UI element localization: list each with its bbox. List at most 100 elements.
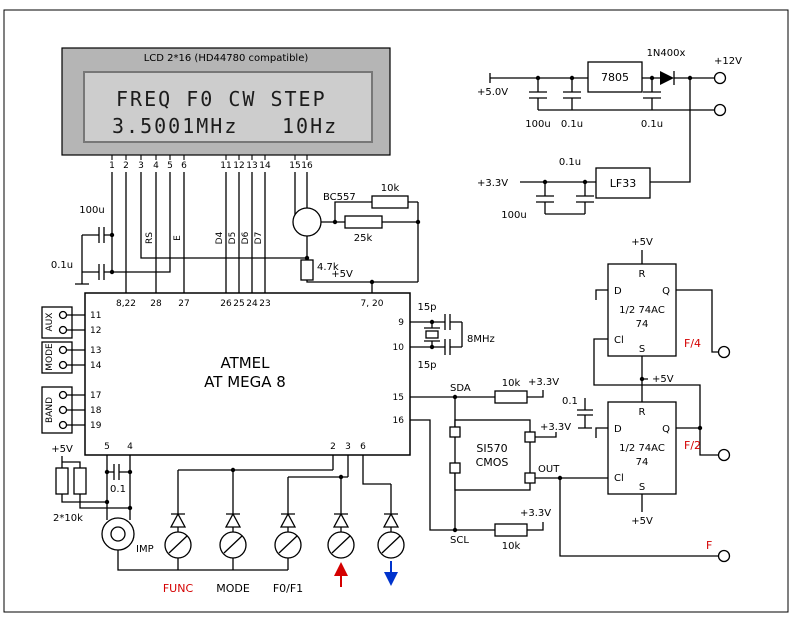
lcd-cap1-label: 100u — [79, 205, 104, 216]
scl-3v3-label: +3.3V — [520, 508, 551, 519]
mode-button-label: MODE — [216, 582, 250, 595]
si570-out-label: OUT — [538, 464, 560, 475]
encoder-5v-label: +5V — [51, 444, 73, 455]
pin-3: 3 — [345, 442, 351, 452]
button-row: FUNC MODE F0/F1 — [163, 455, 405, 595]
cap-15p-bottom-label: 15p — [417, 360, 436, 371]
regulator-7805-label: 7805 — [601, 71, 629, 84]
sda-pullup-label: 10k — [502, 378, 521, 389]
ff2-r: R — [639, 407, 646, 418]
resistor-10k — [371, 195, 409, 209]
regulator-7805 — [587, 61, 643, 93]
up-arrow-icon — [334, 562, 348, 587]
ff2-5v-label: +5V — [631, 516, 653, 527]
f4-label: F/4 — [684, 337, 701, 350]
si570-vdd-cap-label: 0.1 — [562, 396, 578, 407]
pin-10: 10 — [393, 343, 405, 353]
pin-28: 28 — [150, 299, 162, 309]
si570-vdd-label: +3.3V — [540, 422, 571, 433]
lcd-pin-numbers: 1 2 3 4 5 6 11 12 13 14 15 16 — [109, 161, 313, 171]
si570-name: SI570 — [476, 442, 507, 455]
pin-4: 4 — [127, 442, 133, 452]
ff1-d: D — [614, 286, 622, 297]
si570-pad-vdd — [524, 431, 536, 443]
pin-14: 14 — [90, 361, 102, 371]
resistor-4.7k-label: 4.7k — [317, 262, 339, 273]
resistor-sda-pullup — [494, 390, 528, 404]
lcd-pin-16: 16 — [301, 161, 313, 171]
sda-label: SDA — [450, 383, 471, 394]
lcd-signal-labels: RS E D4 D5 D6 D7 — [145, 231, 264, 244]
lcd-cap-symbols — [98, 227, 105, 280]
mcu-name-line2: AT MEGA 8 — [204, 373, 286, 391]
lcd-frequency-value: 3.5001MHz — [112, 114, 238, 138]
lcd-title: LCD 2*16 (HD44780 compatible) — [144, 53, 309, 64]
band-label: BAND — [45, 397, 55, 423]
cap-100u-label: 100u — [525, 119, 550, 130]
mcu-right-pin-labels: 9 10 15 16 — [393, 318, 405, 426]
ff1-name1: 1/2 74AC — [619, 305, 665, 316]
flipflop1-box — [607, 263, 677, 357]
f0f1-button-label: F0/F1 — [273, 582, 303, 595]
cap-100u-3v3-label: 100u — [501, 210, 526, 221]
ff2-d: D — [614, 424, 622, 435]
rail-5v-label: +5.0V — [477, 87, 508, 98]
si570-pad-out — [524, 472, 536, 484]
lcd-step-value: 10Hz — [282, 114, 338, 138]
pin-27: 27 — [178, 299, 189, 309]
backlight-5v-label: +5V — [331, 269, 353, 280]
cap-01u-3v3-label: 0.1u — [559, 157, 581, 168]
lcd-module: LCD 2*16 (HD44780 compatible) FREQ F0 CW… — [61, 47, 391, 244]
aux-connector — [41, 306, 73, 339]
ff2-name1: 1/2 74AC — [619, 443, 665, 454]
signal-d4: D4 — [215, 231, 225, 244]
pin-23: 23 — [259, 299, 270, 309]
pin-26: 26 — [220, 299, 232, 309]
f2-label: F/2 — [684, 439, 701, 452]
lcd-pin-stubs — [111, 155, 308, 160]
sda-3v3-label: +3.3V — [528, 377, 559, 388]
pullup-resistor-2 — [73, 467, 87, 495]
pin-2: 2 — [330, 442, 336, 452]
crystal-freq-label: 8MHz — [467, 334, 495, 345]
f-label: F — [706, 539, 712, 552]
pin-17: 17 — [90, 391, 101, 401]
signal-d7: D7 — [254, 232, 264, 245]
encoder-imp-label: IMP — [136, 544, 154, 555]
mode-label: MODE — [45, 343, 55, 371]
pin-25: 25 — [233, 299, 244, 309]
lcd-display — [83, 71, 373, 143]
rotary-encoder-shaft — [110, 526, 126, 542]
ff2-q: Q — [662, 424, 670, 435]
signal-e: E — [173, 235, 183, 241]
lcd-wires: 100u 0.1u — [51, 172, 308, 293]
mcu-left-pin-labels: 11 12 13 14 17 18 19 — [90, 311, 102, 431]
terminal-f4 — [717, 345, 731, 359]
mcu-bottom-pin-labels: 5 4 2 3 6 — [104, 442, 366, 452]
lcd-pin-1: 1 — [109, 161, 115, 171]
regulator-lf33-label: LF33 — [610, 177, 636, 190]
terminal-12v — [713, 71, 727, 85]
page-border — [3, 9, 789, 613]
backlight-circuit: BC557 10k 25k 4.7k +5V — [292, 183, 421, 293]
encoder-circuit: +5V 2*10k 0.1 IMP — [51, 444, 289, 571]
lcd-pin-6: 6 — [181, 161, 187, 171]
pin-7-20: 7, 20 — [361, 299, 384, 309]
input-connectors: AUX MODE BAND — [41, 306, 85, 434]
lcd-pin-14: 14 — [259, 161, 271, 171]
mcu-block: ATMEL AT MEGA 8 8,22 28 27 26 25 24 23 7… — [84, 292, 411, 456]
pin-9: 9 — [398, 318, 404, 328]
power-supply: 7805 1N400x +5.0V +12V 100u 0.1u 0.1u LF… — [477, 48, 742, 221]
resistor-10k-label: 10k — [381, 183, 400, 194]
pin-15: 15 — [393, 393, 404, 403]
ff1-cl: Cl — [614, 335, 624, 346]
si570-pad-sda — [449, 426, 461, 438]
crystal-8mhz — [425, 330, 439, 339]
ff2-name2: 74 — [636, 457, 649, 468]
terminal-f2 — [717, 448, 731, 462]
vin-12v-label: +12V — [714, 56, 742, 67]
ff1-5v-label: +5V — [631, 237, 653, 248]
si570-pad-scl — [449, 462, 461, 474]
pin-5: 5 — [104, 442, 110, 452]
signal-rs: RS — [145, 232, 155, 244]
